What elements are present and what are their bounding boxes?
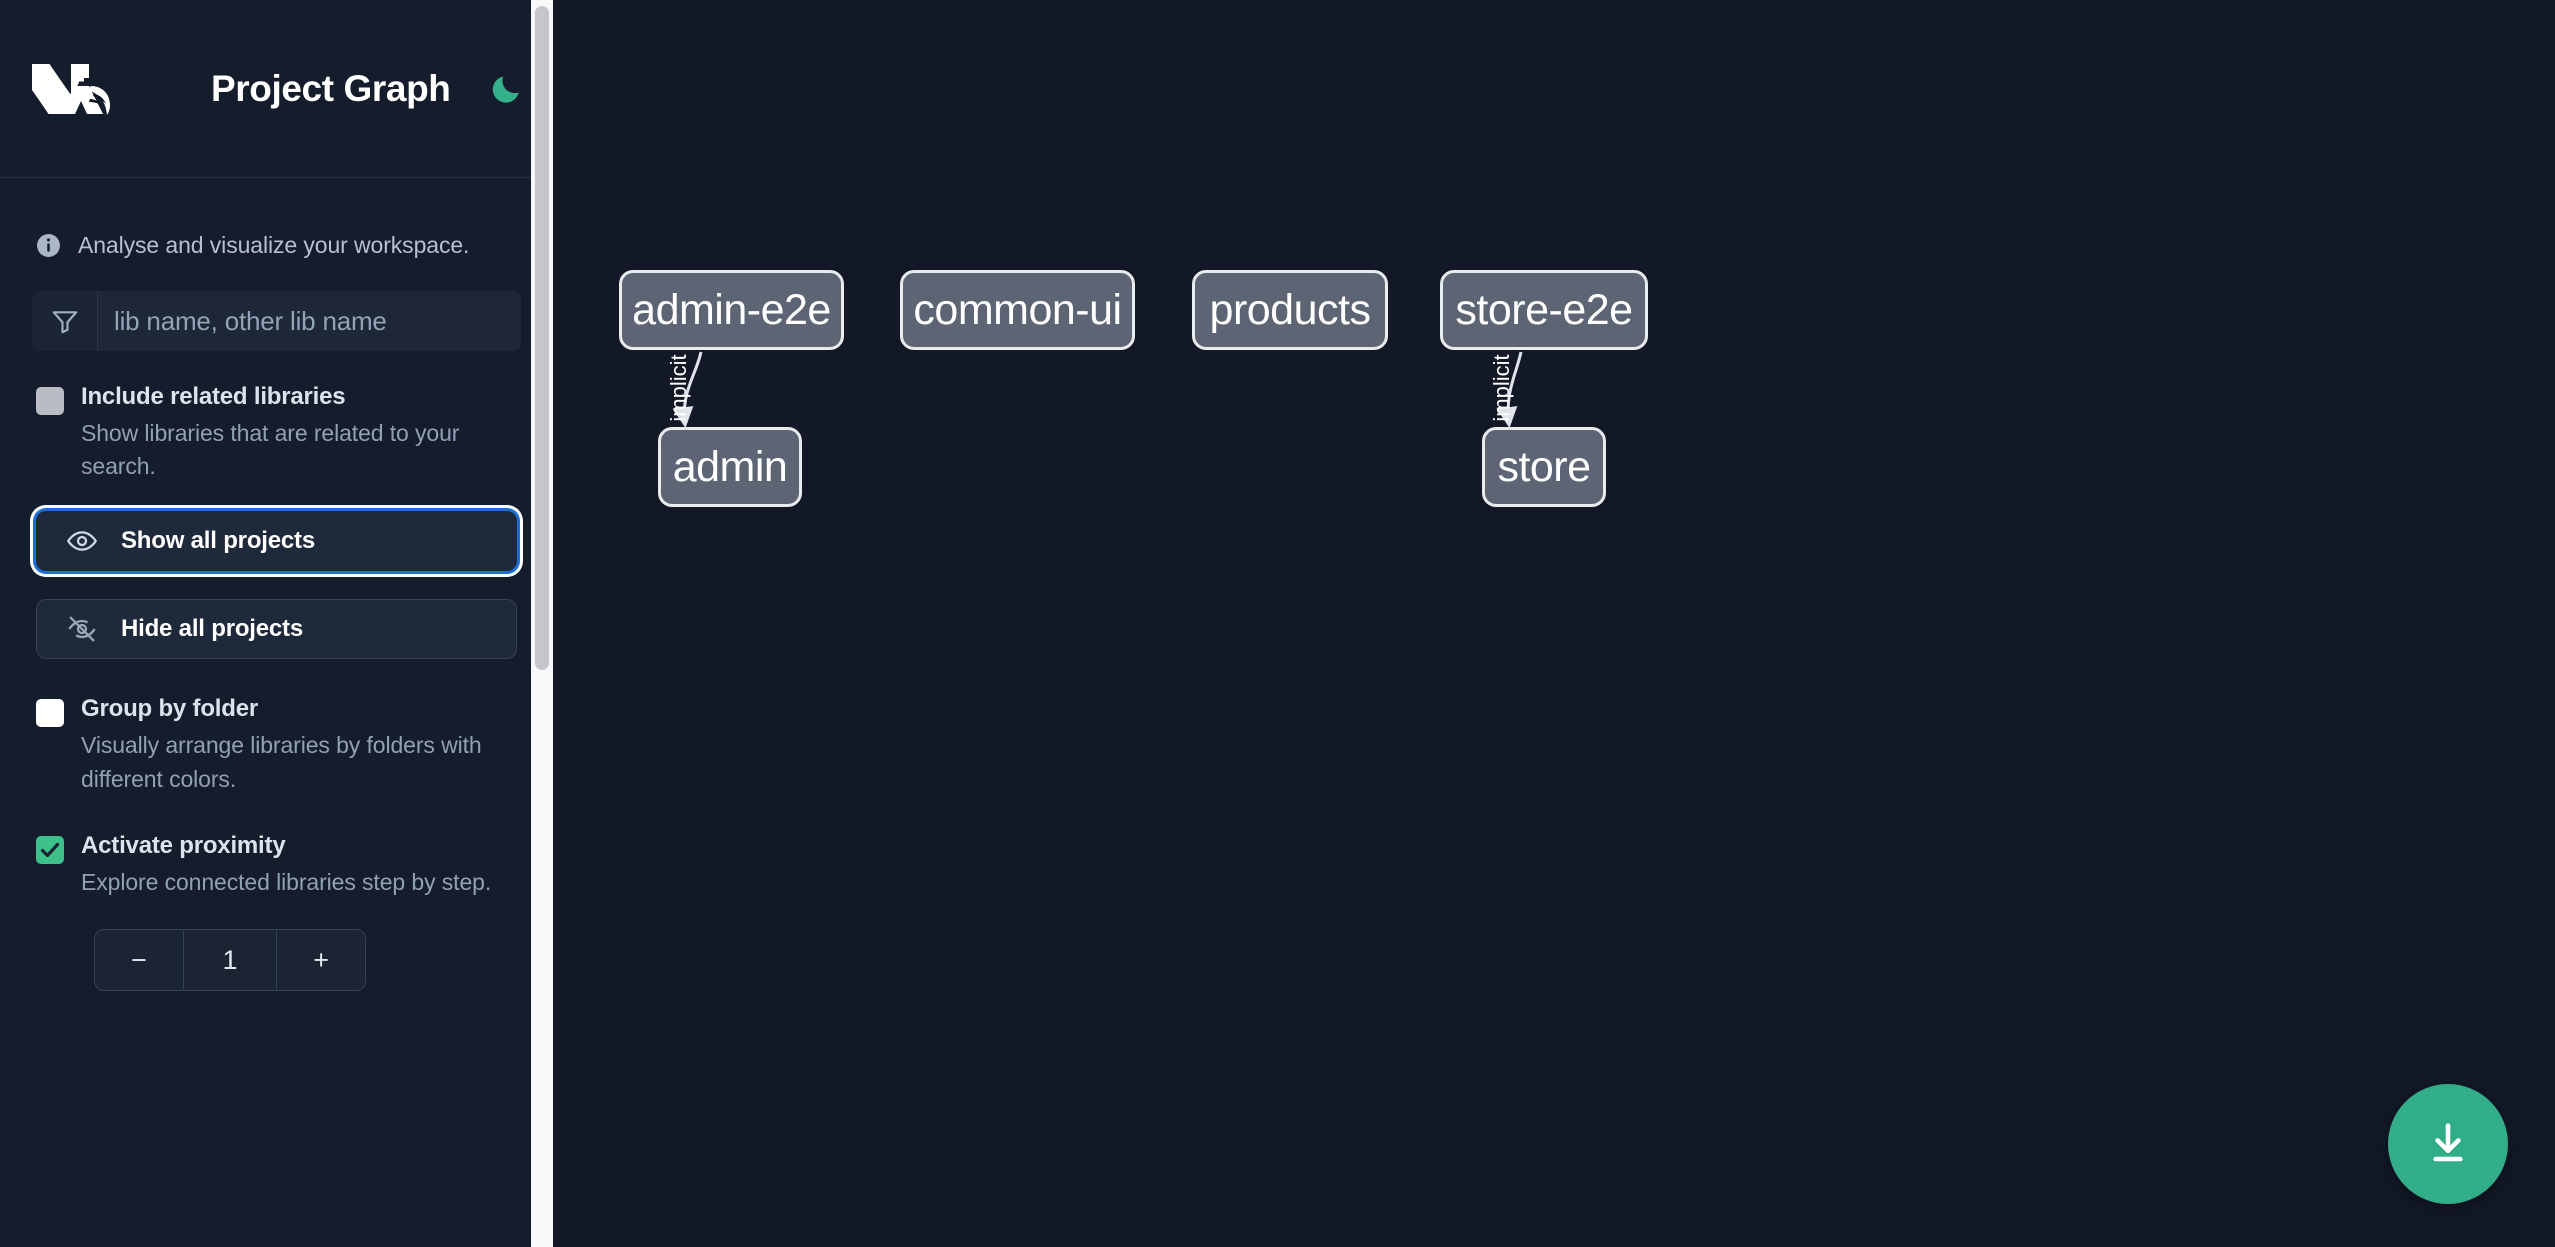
graph-node-common-ui[interactable]: common-ui — [900, 270, 1135, 350]
info-icon — [36, 233, 61, 258]
option-description: Show libraries that are related to your … — [81, 419, 460, 480]
node-label: store-e2e — [1455, 285, 1633, 334]
node-label: store — [1497, 442, 1591, 491]
hide-all-projects-label: Hide all projects — [121, 615, 303, 643]
download-icon — [2422, 1117, 2474, 1172]
proximity-stepper: − 1 + — [94, 929, 366, 992]
checkbox-include-related-libraries[interactable] — [36, 387, 64, 415]
node-label: common-ui — [913, 285, 1122, 334]
sidebar: Project Graph Analyse and visualize your… — [0, 0, 553, 1247]
node-label: admin-e2e — [632, 285, 831, 334]
option-description: Explore connected libraries step by step… — [81, 868, 492, 895]
stepper-increment-button[interactable]: + — [277, 930, 365, 991]
option-label: Group by folder — [81, 695, 259, 723]
workspace-tagline: Analyse and visualize your workspace. — [32, 178, 521, 283]
projects-buttons: Show all projects Hide all projects — [32, 511, 521, 660]
tagline-text: Analyse and visualize your workspace. — [78, 232, 470, 258]
graph-node-store-e2e[interactable]: store-e2e — [1440, 270, 1648, 350]
search-input[interactable] — [98, 291, 521, 351]
show-all-projects-button[interactable]: Show all projects — [36, 511, 517, 572]
checkbox-group-by-folder[interactable] — [36, 699, 64, 728]
sidebar-scrollbar[interactable] — [531, 0, 553, 1247]
stepper-decrement-button[interactable]: − — [95, 930, 183, 991]
download-graph-button[interactable] — [2388, 1084, 2508, 1204]
option-include-related-libraries[interactable]: Include related libraries Show libraries… — [32, 383, 521, 483]
nx-logo-icon — [28, 56, 124, 122]
node-label: products — [1209, 285, 1371, 334]
moon-icon[interactable] — [486, 69, 526, 109]
page-title: Project Graph — [211, 67, 451, 109]
option-label: Include related libraries — [81, 383, 346, 410]
show-all-projects-label: Show all projects — [121, 527, 315, 555]
filter-row — [32, 291, 521, 351]
stepper-value: 1 — [182, 930, 278, 991]
edge-label-implicit-admin: implicit — [666, 354, 691, 421]
option-activate-proximity[interactable]: Activate proximity Explore connected lib… — [32, 832, 521, 899]
sidebar-body: Analyse and visualize your workspace. In… — [0, 178, 553, 992]
checkbox-activate-proximity[interactable] — [36, 835, 64, 864]
sidebar-scrollbar-thumb[interactable] — [535, 6, 549, 670]
graph-edges-layer: implicit implicit — [666, 351, 1523, 429]
graph-node-store[interactable]: store — [1482, 427, 1606, 507]
node-label: admin — [672, 442, 788, 491]
eye-icon — [65, 524, 99, 558]
graph-canvas[interactable]: implicit implicit admin-e2e common-ui pr… — [553, 0, 2555, 1247]
edge-label-implicit-store: implicit — [1489, 354, 1514, 421]
graph-node-products[interactable]: products — [1192, 270, 1388, 350]
option-label: Activate proximity — [81, 831, 286, 859]
eye-off-icon — [65, 612, 99, 646]
option-group-by-folder[interactable]: Group by folder Visually arrange librari… — [32, 695, 521, 795]
hide-all-projects-button[interactable]: Hide all projects — [36, 599, 517, 660]
option-description: Visually arrange libraries by folders wi… — [81, 732, 482, 792]
graph-node-admin[interactable]: admin — [658, 427, 802, 507]
graph-node-admin-e2e[interactable]: admin-e2e — [619, 270, 844, 350]
sidebar-header: Project Graph — [0, 0, 553, 178]
filter-funnel-icon[interactable] — [32, 291, 98, 351]
